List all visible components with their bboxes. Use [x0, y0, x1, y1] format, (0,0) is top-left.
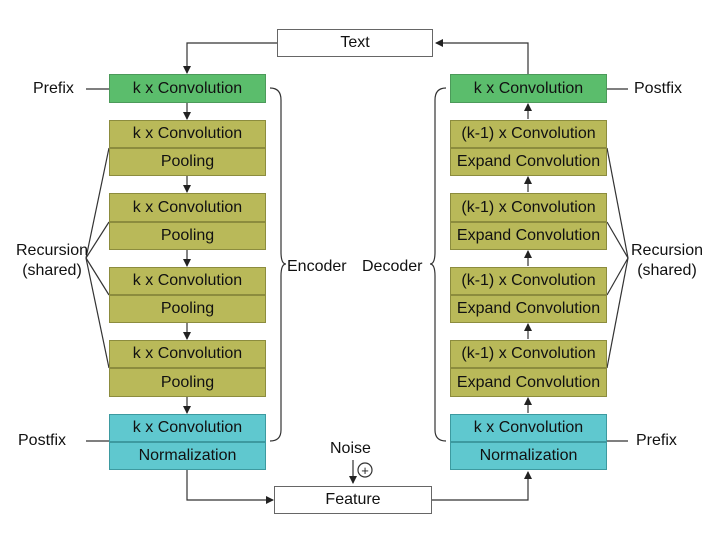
encoder-conv-block: k x Convolution [109, 193, 266, 222]
decoder-expand-text: Expand Convolution [456, 300, 601, 317]
encoder-pooling-block: Pooling [109, 222, 266, 250]
decoder-expand-block: Expand Convolution [450, 295, 607, 323]
encoder-normalization-block: Normalization [109, 442, 266, 470]
decoder-recursion-label: Recursion (shared) [622, 241, 712, 281]
decoder-expand-text: Expand Convolution [456, 227, 601, 244]
feature-box: Feature [274, 486, 432, 514]
encoder-prefix-block: k x Convolution [109, 74, 266, 103]
decoder-conv-block: (k-1) x Convolution [450, 267, 607, 295]
arrow-feature-to-decoder [432, 471, 532, 501]
encoder-conv-text: k x Convolution [132, 345, 243, 362]
encoder-normalization-text: Normalization [138, 447, 237, 464]
arrow-text-to-encoder [183, 42, 277, 74]
encoder-conv-block: k x Convolution [109, 267, 266, 295]
arrow-encoder-to-feature [186, 470, 274, 504]
encoder-conv-block: k x Convolution [109, 120, 266, 148]
decoder-conv-text: (k-1) x Convolution [461, 125, 596, 142]
arrow-decoder-to-text [435, 39, 529, 74]
encoder-pooling-block: Pooling [109, 148, 266, 176]
encoder-label: Encoder [287, 258, 347, 275]
decoder-expand-block: Expand Convolution [450, 368, 607, 397]
encoder-pooling-text: Pooling [160, 227, 215, 244]
encoder-pooling-text: Pooling [160, 153, 215, 170]
decoder-normalization-block: Normalization [450, 442, 607, 470]
encoder-prefix-text: k x Convolution [132, 79, 243, 97]
encoder-postfix-label: Postfix [18, 432, 67, 449]
text-box: Text [277, 29, 433, 57]
decoder-prefix-label: Prefix [636, 432, 677, 449]
encoder-recursion-label: Recursion (shared) [8, 241, 96, 281]
encoder-conv-block: k x Convolution [109, 340, 266, 368]
decoder-conv-block: (k-1) x Convolution [450, 193, 607, 222]
noise-label: Noise [330, 440, 371, 457]
decoder-recursion-fan [606, 147, 629, 369]
decoder-prefix-conv-block: k x Convolution [450, 414, 607, 442]
decoder-normalization-text: Normalization [479, 447, 578, 464]
decoder-postfix-label: Postfix [634, 80, 683, 97]
encoder-prefix-label: Prefix [33, 80, 74, 97]
encoder-recursion-fan [85, 147, 110, 369]
decoder-conv-block: (k-1) x Convolution [450, 340, 607, 368]
encoder-recursion-label-line1: Recursion [15, 242, 89, 259]
decoder-recursion-label-line2: (shared) [637, 262, 697, 279]
encoder-recursion-label-line2: (shared) [22, 262, 82, 279]
encoder-conv-text: k x Convolution [132, 272, 243, 289]
feature-box-label: Feature [325, 491, 381, 508]
decoder-label: Decoder [362, 258, 423, 275]
text-box-label: Text [340, 34, 370, 51]
encoder-postfix-conv-text: k x Convolution [132, 419, 243, 436]
decoder-conv-block: (k-1) x Convolution [450, 120, 607, 148]
decoder-expand-block: Expand Convolution [450, 148, 607, 176]
decoder-expand-block: Expand Convolution [450, 222, 607, 250]
decoder-conv-text: (k-1) x Convolution [461, 198, 596, 216]
decoder-brace [429, 87, 447, 442]
encoder-pooling-text: Pooling [160, 300, 215, 317]
encoder-postfix-conv-block: k x Convolution [109, 414, 266, 442]
decoder-expand-text: Expand Convolution [456, 373, 601, 391]
encoder-brace [269, 87, 287, 442]
encoder-pooling-text: Pooling [160, 373, 215, 391]
noise-plus-circle [357, 462, 373, 478]
decoder-conv-text: (k-1) x Convolution [461, 345, 596, 362]
noise-plus-sign: + [361, 463, 369, 478]
decoder-expand-text: Expand Convolution [456, 153, 601, 170]
decoder-recursion-label-line1: Recursion [630, 242, 704, 259]
decoder-postfix-block: k x Convolution [450, 74, 607, 103]
decoder-prefix-conv-text: k x Convolution [473, 419, 584, 436]
encoder-conv-text: k x Convolution [132, 125, 243, 142]
decoder-postfix-text: k x Convolution [473, 79, 584, 97]
encoder-conv-text: k x Convolution [132, 198, 243, 216]
encoder-pooling-block: Pooling [109, 295, 266, 323]
encoder-pooling-block: Pooling [109, 368, 266, 397]
decoder-conv-text: (k-1) x Convolution [461, 272, 596, 289]
